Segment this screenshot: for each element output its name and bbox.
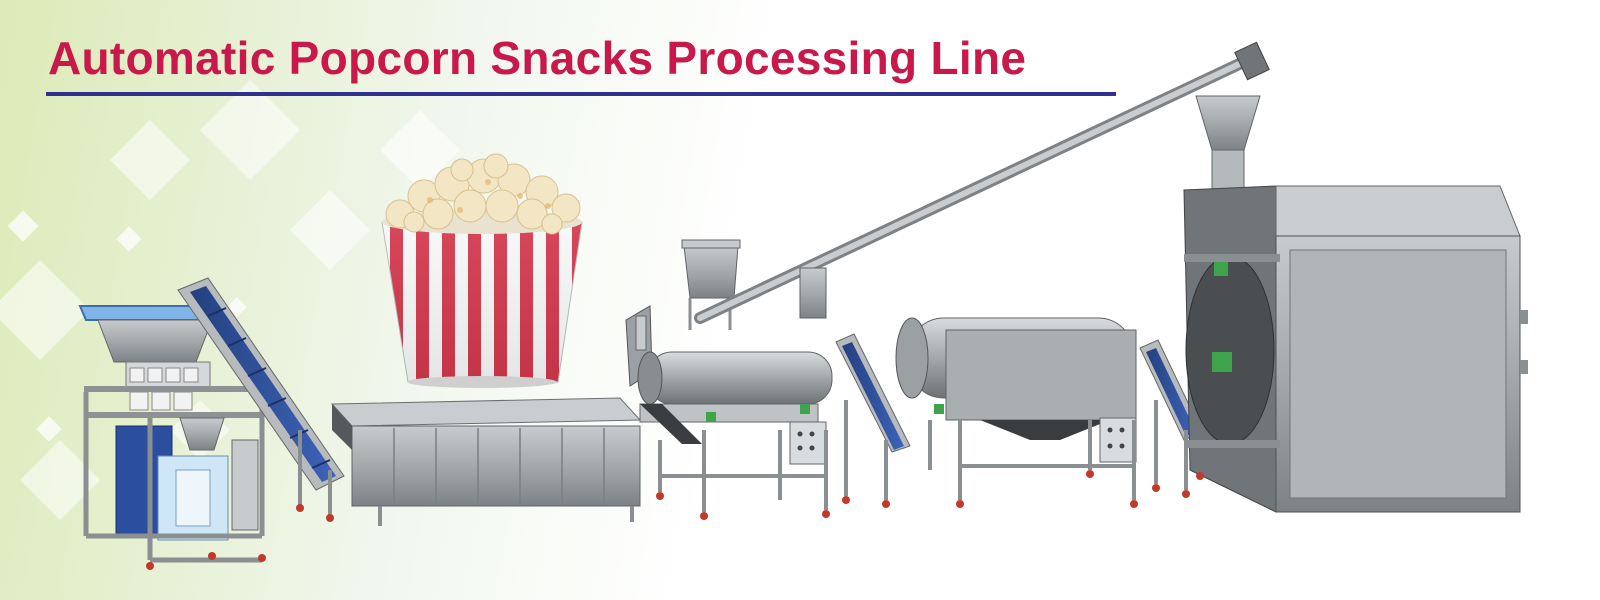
title-underline	[46, 92, 1116, 96]
screw-feeder	[694, 41, 1270, 324]
popping-machine	[1183, 185, 1528, 513]
cooling-conveyor	[330, 397, 642, 526]
incline-conveyor-middle	[835, 333, 911, 508]
popcorn-bucket	[381, 153, 583, 388]
seasoning-drum	[625, 305, 833, 520]
mixing-drum	[895, 317, 1138, 508]
page-title: Automatic Popcorn Snacks Processing Line	[48, 32, 1027, 84]
incline-conveyor-right	[1139, 339, 1203, 498]
incline-conveyor-left	[177, 277, 345, 522]
weighing-packing-machine	[78, 305, 266, 570]
